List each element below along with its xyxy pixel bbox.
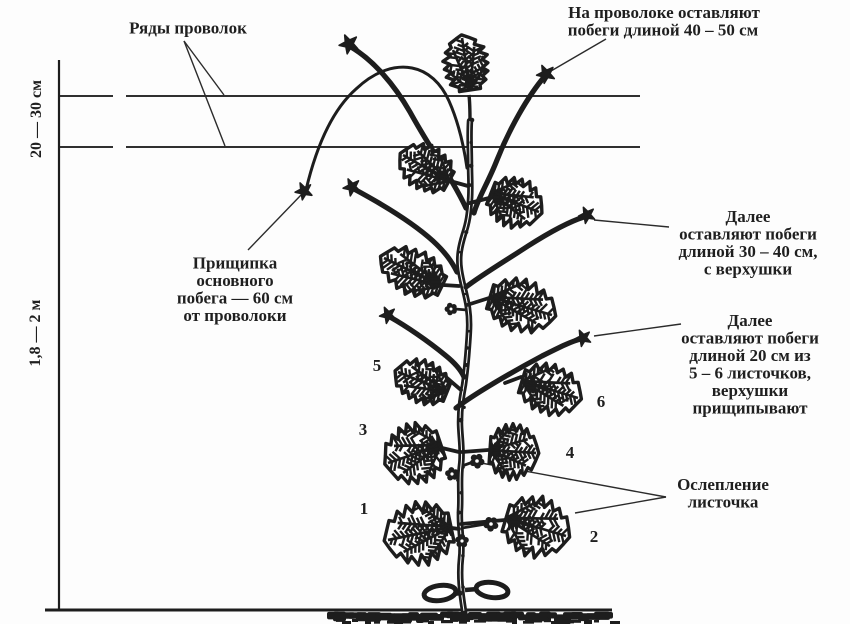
svg-text:Ослепление: Ослепление (677, 475, 769, 494)
svg-text:длиной 30 – 40 см,: длиной 30 – 40 см, (679, 242, 818, 261)
svg-text:2: 2 (590, 527, 599, 546)
svg-text:4: 4 (566, 443, 575, 462)
svg-text:1,8 — 2 м: 1,8 — 2 м (27, 299, 44, 366)
svg-text:6: 6 (597, 392, 606, 411)
svg-text:длиной 20 см из: длиной 20 см из (689, 346, 811, 365)
svg-text:прищипывают: прищипывают (692, 399, 808, 418)
svg-text:листочка: листочка (688, 493, 759, 512)
svg-text:с верхушки: с верхушки (704, 260, 792, 279)
svg-text:побега — 60 см: побега — 60 см (177, 289, 294, 308)
svg-text:1: 1 (360, 499, 369, 518)
svg-text:побеги длиной 40 – 50 см: побеги длиной 40 – 50 см (568, 21, 759, 40)
svg-text:оставляют побеги: оставляют побеги (679, 225, 817, 244)
svg-text:основного: основного (196, 271, 273, 290)
svg-text:20 — 30 см: 20 — 30 см (28, 80, 45, 158)
svg-text:Ряды проволок: Ряды проволок (129, 19, 247, 38)
svg-text:5 – 6 листочков,: 5 – 6 листочков, (689, 364, 811, 383)
svg-text:от проволоки: от проволоки (183, 306, 286, 325)
svg-text:На проволоке оставляют: На проволоке оставляют (568, 3, 760, 22)
svg-text:Далее: Далее (726, 207, 771, 226)
svg-text:5: 5 (373, 356, 382, 375)
svg-text:Прищипка: Прищипка (193, 254, 278, 273)
svg-text:верхушки: верхушки (712, 381, 789, 400)
svg-text:3: 3 (359, 420, 368, 439)
svg-text:Далее: Далее (728, 311, 773, 330)
svg-text:оставляют побеги: оставляют побеги (681, 329, 819, 348)
